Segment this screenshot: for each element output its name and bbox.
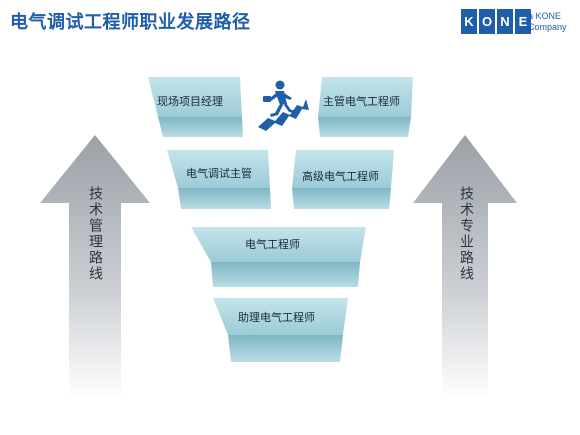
level-project-manager: 现场项目经理 [157,95,223,108]
level-assistant-engineer: 助理电气工程师 [238,311,315,324]
left-path-arrow [40,135,150,400]
block-project-manager [148,77,243,137]
tagline-line-2: Company [528,22,567,32]
left-path-label: 技术管理路线 [87,186,103,282]
block-commissioning-supervisor [167,150,271,209]
level-senior-engineer: 高级电气工程师 [302,170,379,183]
block-senior-engineer [292,150,394,209]
tagline-line-1: a KONE [528,11,562,21]
logo-letter: O [479,9,495,34]
kone-logo: K O N E [461,9,533,34]
logo-tagline: a KONE Company [528,11,567,33]
logo-letter: E [515,9,531,34]
climbing-man-icon [258,80,309,131]
logo-letter: K [461,9,477,34]
level-engineer: 电气工程师 [245,238,300,251]
right-path-arrow [413,135,517,400]
level-commissioning-supervisor: 电气调试主管 [186,167,252,180]
logo-letter: N [497,9,513,34]
block-engineer [191,227,366,287]
block-assistant-engineer [213,298,348,362]
right-path-label: 技术专业路线 [458,186,474,282]
page-title: 电气调试工程师职业发展路径 [10,12,251,33]
block-chief-engineer [318,77,413,137]
level-chief-engineer: 主管电气工程师 [323,95,400,108]
